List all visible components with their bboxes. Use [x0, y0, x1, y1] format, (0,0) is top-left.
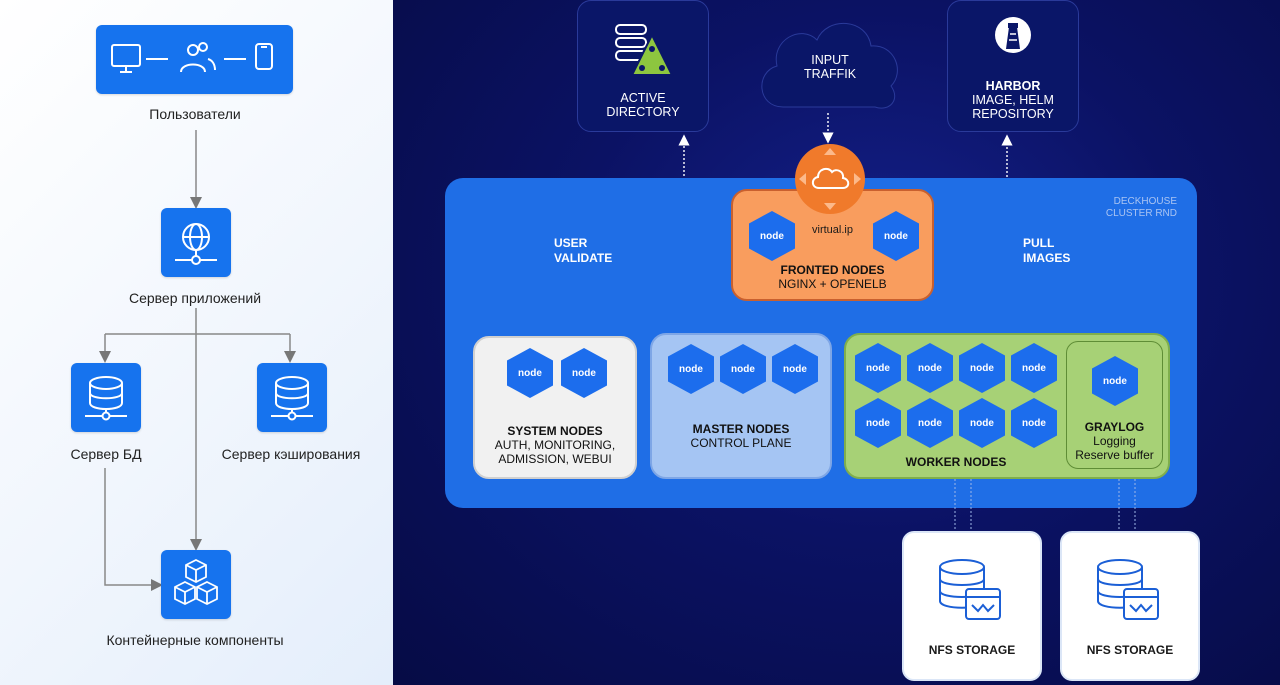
harbor-line2: REPOSITORY [972, 107, 1054, 121]
worker-nodes-group: node node node node node node node node … [844, 333, 1170, 479]
node-hex: node [749, 211, 795, 261]
node-hex: node [561, 348, 607, 398]
cubes-icon [174, 558, 218, 606]
node-hex: node [507, 348, 553, 398]
system-line2: ADMISSION, WEBUI [498, 452, 612, 466]
database-icon [85, 376, 127, 421]
fronted-sub: NGINX + OPENELB [778, 277, 887, 291]
user-validate-label: USER VALIDATE [554, 236, 612, 266]
nfs-storage-label: NFS STORAGE [1086, 643, 1174, 657]
loadbalancer-badge [795, 144, 865, 214]
worker-title: WORKER NODES [905, 455, 1007, 469]
users-icon [111, 42, 273, 73]
pull-images-line1: PULL [1023, 236, 1055, 250]
harbor-line1: IMAGE, HELM [972, 93, 1054, 107]
node-hex: node [855, 343, 901, 393]
graylog-line2: Reserve buffer [1075, 448, 1154, 462]
node-hex: node [959, 343, 1005, 393]
master-sub: CONTROL PLANE [690, 436, 792, 450]
containers-tile [161, 550, 231, 619]
storage-icon [1097, 559, 1159, 620]
database-icon [271, 376, 313, 421]
fronted-title: FRONTED NODES [780, 263, 885, 277]
harbor-card: HARBOR IMAGE, HELM REPOSITORY [947, 0, 1079, 132]
node-hex: node [772, 344, 818, 394]
users-tile [96, 25, 293, 94]
db-server-label: Сервер БД [70, 446, 142, 462]
db-server-tile [71, 363, 141, 432]
cache-server-label: Сервер кэширования [221, 446, 361, 462]
deckhouse-cluster-panel: ACTIVE DIRECTORY INPUT TRAFFIK HARBOR IM… [393, 0, 1280, 685]
triangle-network-icon [615, 24, 674, 76]
virtual-ip-label: virtual.ip [812, 224, 853, 236]
lighthouse-icon [995, 17, 1031, 53]
node-hex: node [668, 344, 714, 394]
node-hex: node [907, 343, 953, 393]
cache-server-tile [257, 363, 327, 432]
cloud-icon [799, 148, 861, 210]
graylog-group: node GRAYLOG Logging Reserve buffer [1066, 341, 1163, 469]
node-hex: node [855, 398, 901, 448]
active-directory-card: ACTIVE DIRECTORY [577, 0, 709, 132]
input-traffic-line1: INPUT [811, 53, 849, 67]
master-nodes-group: node node node MASTER NODES CONTROL PLAN… [650, 333, 832, 479]
pull-images-label: PULL IMAGES [1023, 236, 1070, 266]
users-label: Пользователи [149, 106, 241, 122]
system-title: SYSTEM NODES [507, 424, 603, 438]
input-traffic-cloud [761, 23, 898, 109]
master-title: MASTER NODES [692, 422, 790, 436]
node-hex: node [720, 344, 766, 394]
nfs-connectors [954, 479, 1136, 533]
input-traffic-line2: TRAFFIK [803, 67, 857, 81]
node-hex: node [873, 211, 919, 261]
globe-icon [175, 223, 217, 265]
storage-icon [939, 559, 1001, 620]
app-server-tile [161, 208, 231, 277]
containers-label: Контейнерные компоненты [106, 632, 284, 648]
node-hex: node [907, 398, 953, 448]
nfs-storage-1: NFS STORAGE [902, 531, 1042, 681]
harbor-title: HARBOR [985, 79, 1041, 93]
node-hex: node [959, 398, 1005, 448]
system-nodes-group: node node SYSTEM NODES AUTH, MONITORING,… [473, 336, 637, 479]
active-directory-line1: ACTIVE [620, 91, 666, 105]
system-line1: AUTH, MONITORING, [494, 438, 616, 452]
graylog-line1: Logging [1093, 434, 1136, 448]
app-architecture-panel: Пользователи Сервер приложений [0, 0, 393, 685]
nfs-storage-2: NFS STORAGE [1060, 531, 1200, 681]
cluster-name-line1: DECKHOUSE [1113, 196, 1177, 207]
cluster-name-line2: CLUSTER RND [1105, 208, 1177, 219]
active-directory-line2: DIRECTORY [606, 105, 680, 119]
user-validate-line2: VALIDATE [554, 251, 613, 265]
graylog-title: GRAYLOG [1084, 420, 1145, 434]
nfs-storage-label: NFS STORAGE [928, 643, 1016, 657]
connector-lines [99, 130, 296, 591]
app-server-label: Сервер приложений [128, 290, 262, 306]
pull-images-line2: IMAGES [1023, 251, 1071, 265]
user-validate-line1: USER [554, 236, 588, 250]
